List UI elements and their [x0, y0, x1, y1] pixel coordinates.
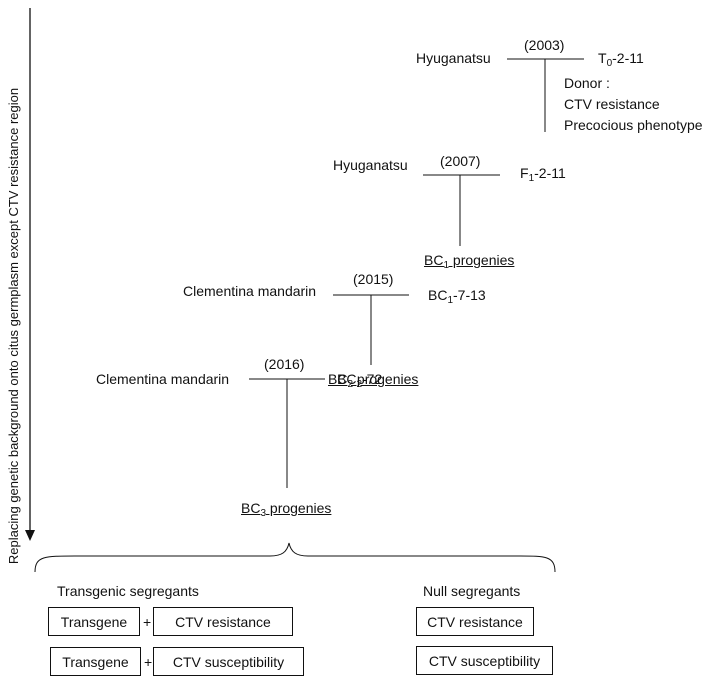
year-2015: (2015): [353, 271, 394, 287]
line-bc2: BC2-72: [337, 371, 383, 390]
ctv-resistance-box-null: CTV resistance: [416, 607, 534, 636]
parent-hyuganatsu-2003: Hyuganatsu: [416, 50, 491, 66]
parent-clementina-2015: Clementina mandarin: [183, 283, 317, 299]
year-2016: (2016): [264, 356, 305, 372]
progression-axis-label: Replacing genetic background onto citus …: [6, 87, 21, 565]
parent-clementina-2016: Clementina mandarin: [96, 371, 230, 387]
donor-note-precocious: Precocious phenotype: [564, 117, 703, 133]
plus-sign-1: +: [143, 614, 152, 630]
donor-line-t0: T0-2-11: [598, 50, 644, 69]
year-2007: (2007): [440, 153, 481, 169]
plus-sign-2: +: [144, 654, 153, 670]
ctv-susceptibility-box-transgenic: CTV susceptibility: [153, 647, 304, 676]
donor-note-title: Donor :: [564, 75, 610, 91]
line-f1: F1-2-11: [520, 165, 566, 184]
bc2-progenies: BC2 progenies: [328, 371, 419, 390]
null-segregants-heading: Null segregants: [423, 583, 521, 599]
progression-arrowhead: [25, 530, 35, 541]
bc1-progenies: BC1 progenies: [424, 252, 515, 271]
transgene-box-2: Transgene: [50, 647, 141, 676]
ctv-susceptibility-box-null: CTV susceptibility: [416, 646, 553, 675]
bc3-progenies: BC3 progenies: [241, 500, 332, 519]
parent-hyuganatsu-2007: Hyuganatsu: [333, 157, 408, 173]
donor-note-ctv-resistance: CTV resistance: [564, 96, 660, 112]
segregation-brace: [34, 542, 556, 573]
transgenic-segregants-heading: Transgenic segregants: [57, 583, 199, 599]
ctv-resistance-box-transgenic: CTV resistance: [153, 607, 293, 636]
line-bc1: BC1-7-13: [428, 287, 486, 306]
year-2003: (2003): [524, 37, 565, 53]
transgene-box-1: Transgene: [48, 607, 140, 636]
